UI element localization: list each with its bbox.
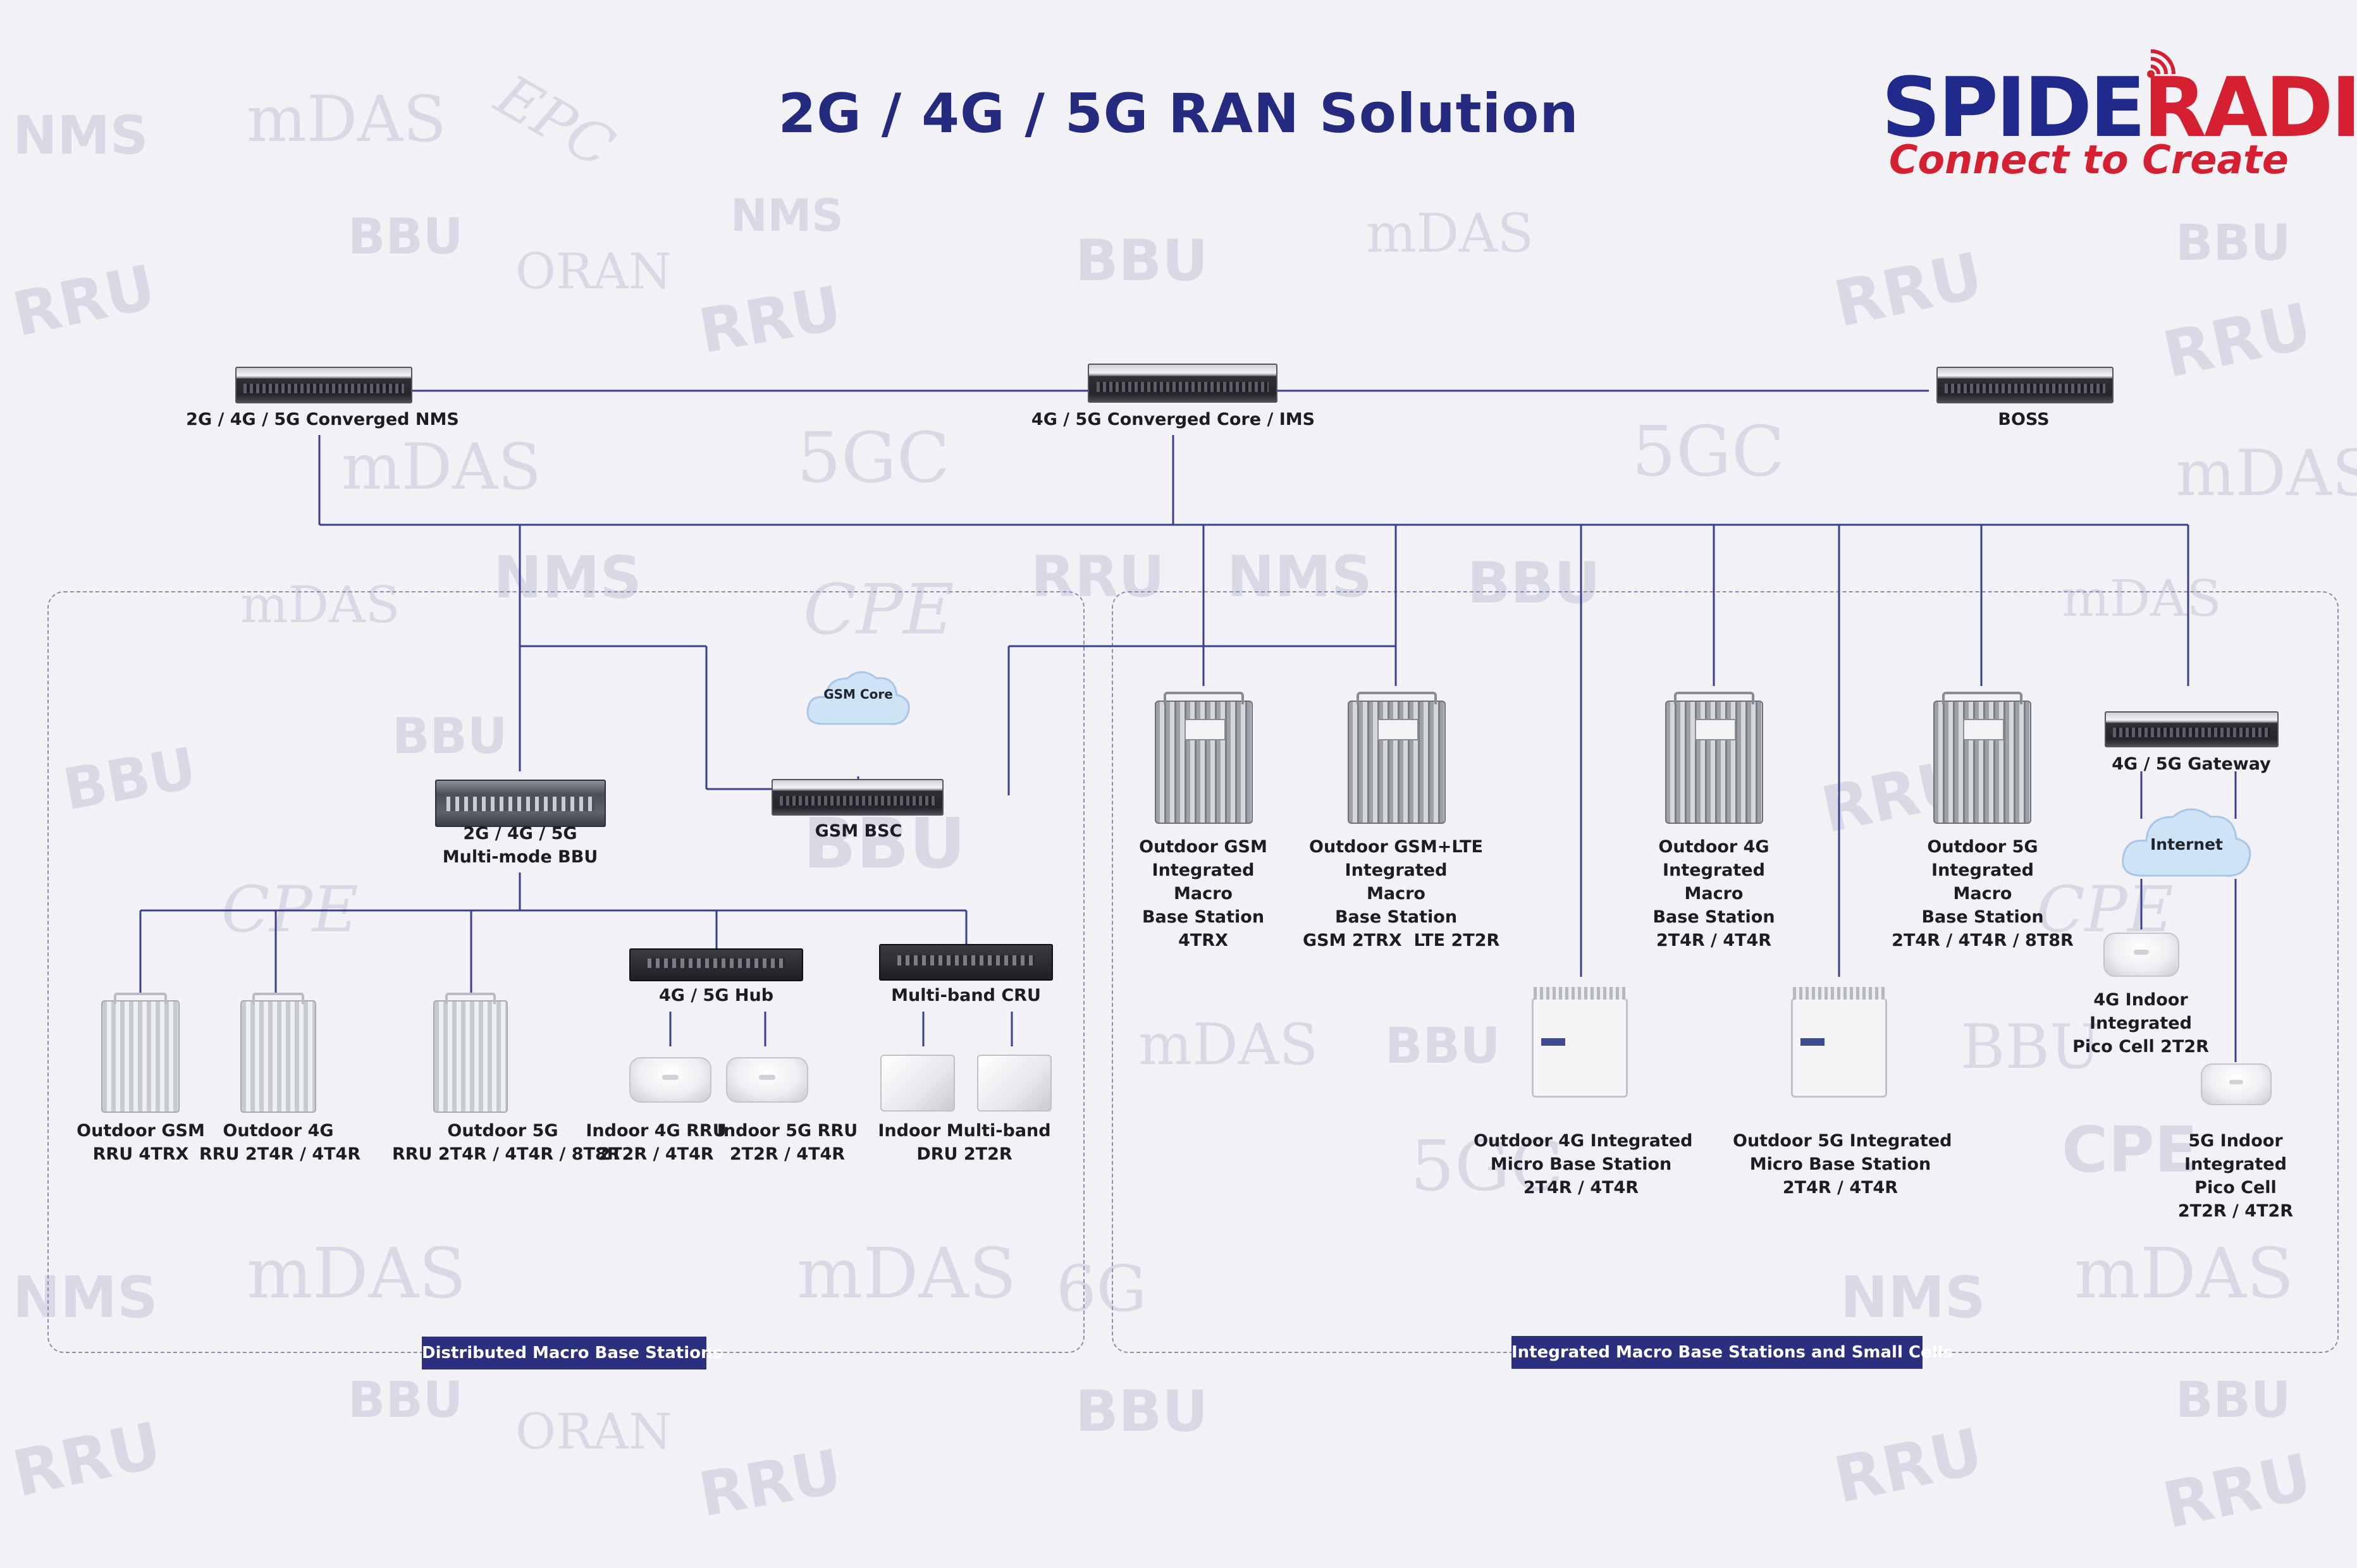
indoor-5g-rru	[726, 1057, 808, 1103]
gsm-core-label: GSM Core	[823, 687, 893, 702]
indoor-5g-pico	[2201, 1063, 2272, 1105]
gateway-server	[2105, 711, 2279, 747]
core-ims-server	[1088, 364, 1277, 403]
bbu-label: 2G / 4G / 5G Multi-mode BBU	[442, 824, 598, 867]
indoor-4g-rru	[629, 1057, 711, 1103]
outdoor-4g-micro-label: Outdoor 4G Integrated Micro Base Station…	[1474, 1131, 1693, 1197]
gateway-label: 4G / 5G Gateway	[2112, 754, 2271, 774]
internet-label: Internet	[2150, 835, 2224, 854]
logo-tagline: Connect to Create	[1889, 137, 2289, 183]
outdoor-gsm-rru-label: Outdoor GSM RRU 4TRX	[77, 1121, 205, 1164]
indoor-dru-b	[977, 1055, 1052, 1112]
outdoor-gsm-macro-label: Outdoor GSM Integrated Macro Base Statio…	[1139, 837, 1267, 950]
outdoor-5g-macro	[1933, 692, 2031, 824]
page-title: 2G / 4G / 5G RAN Solution	[778, 82, 1579, 145]
hub-device	[629, 948, 803, 981]
logo-brand-part2: RADIO	[2143, 59, 2357, 156]
outdoor-5g-macro-label: Outdoor 5G Integrated Macro Base Station…	[1892, 837, 2074, 950]
nms-label: 2G / 4G / 5G Converged NMS	[186, 410, 459, 429]
outdoor-5g-rru	[433, 993, 508, 1113]
cru-label: Multi-band CRU	[891, 986, 1041, 1005]
spideradio-logo: SPIDERADIO Connect to Create	[1881, 49, 2357, 187]
indoor-5g-pico-label: 5G Indoor Integrated Pico Cell 2T2R / 4T…	[2177, 1131, 2294, 1221]
logo-brand-part1: SPIDE	[1881, 59, 2146, 156]
outdoor-4g-rru-label: Outdoor 4G RRU 2T4R / 4T4R	[199, 1121, 361, 1164]
indoor-dru-label: Indoor Multi-band DRU 2T2R	[878, 1121, 1051, 1164]
outdoor-gsm-lte-macro	[1348, 692, 1446, 824]
integrated-section-badge: Integrated Macro Base Stations and Small…	[1511, 1336, 1953, 1369]
gsm-bsc-label: GSM BSC	[815, 821, 902, 841]
hub-label: 4G / 5G Hub	[658, 986, 774, 1005]
outdoor-5g-micro	[1791, 987, 1887, 1098]
distributed-section-badge: Distributed Macro Base Stations	[422, 1337, 722, 1369]
outdoor-gsm-lte-macro-label: Outdoor GSM+LTE Integrated Macro Base St…	[1303, 837, 1500, 950]
internet-cloud-icon	[2122, 808, 2251, 877]
cru-device	[879, 944, 1053, 981]
outdoor-4g-macro-label: Outdoor 4G Integrated Macro Base Station…	[1652, 837, 1775, 950]
outdoor-4g-macro	[1665, 692, 1763, 824]
outdoor-4g-micro	[1532, 987, 1628, 1098]
indoor-4g-pico-label: 4G Indoor Integrated Pico Cell 2T2R	[2072, 990, 2209, 1057]
core-ims-label: 4G / 5G Converged Core / IMS	[1031, 410, 1315, 429]
nms-server	[235, 367, 412, 403]
boss-server	[1936, 367, 2114, 403]
boss-label: BOSS	[1998, 410, 2050, 429]
indoor-dru-a	[880, 1055, 955, 1112]
bbu-device	[435, 780, 606, 827]
gsm-core-cloud-icon	[806, 671, 910, 725]
signal-waves-icon	[2147, 49, 2175, 78]
logo-wordmark: SPIDERADIO	[1881, 60, 2357, 155]
indoor-4g-rru-label: Indoor 4G RRU 2T2R / 4T4R	[586, 1121, 727, 1164]
outdoor-5g-rru-label: Outdoor 5G RRU 2T4R / 4T4R / 8T8R	[392, 1121, 620, 1164]
gsm-bsc-server	[772, 779, 944, 816]
outdoor-gsm-rru	[101, 993, 180, 1113]
outdoor-5g-micro-label: Outdoor 5G Integrated Micro Base Station…	[1733, 1131, 1952, 1197]
indoor-4g-pico	[2103, 933, 2179, 977]
outdoor-gsm-macro	[1155, 692, 1253, 824]
outdoor-4g-rru	[240, 993, 316, 1113]
indoor-5g-rru-label: Indoor 5G RRU 2T2R / 4T4R	[717, 1121, 858, 1164]
